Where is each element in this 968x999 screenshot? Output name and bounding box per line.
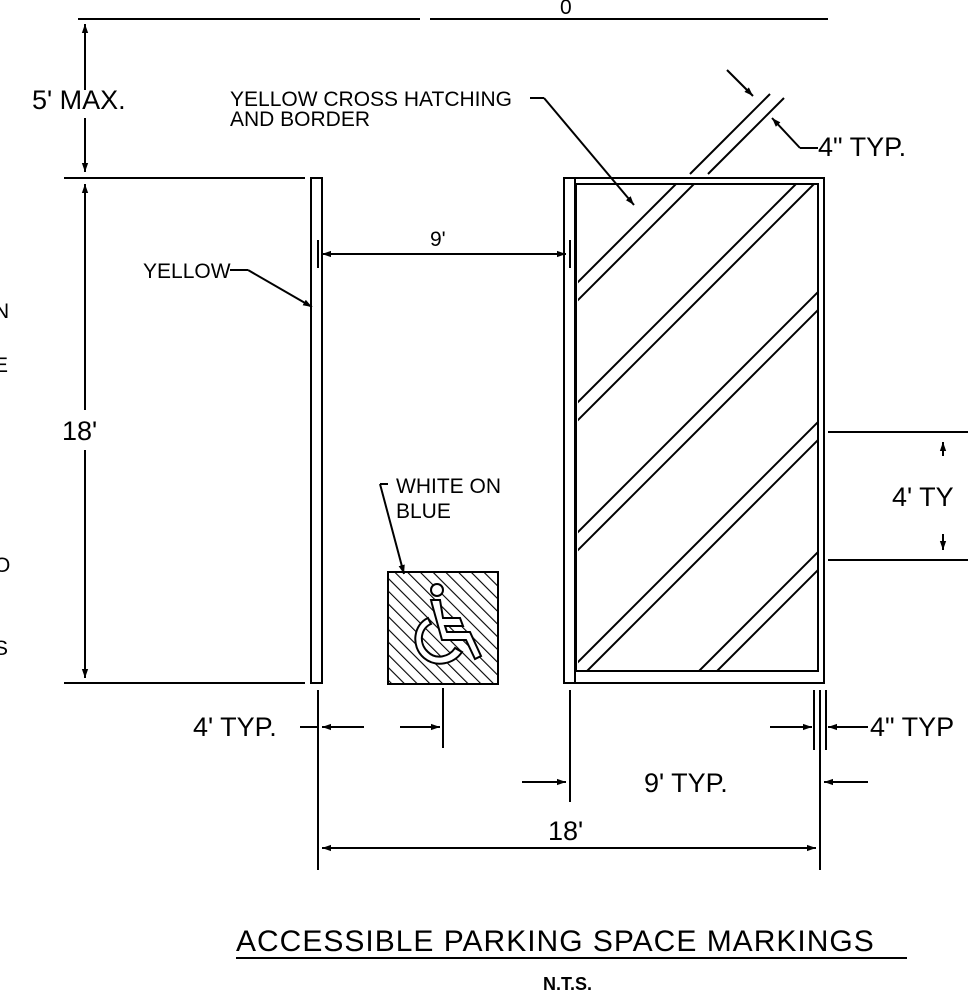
- typ-4ft-right-label: 4' TY: [892, 482, 954, 512]
- max-5-label: 5' MAX.: [32, 85, 126, 115]
- left-yellow-stripe: [310, 177, 323, 684]
- cross-hatching-callout: YELLOW CROSS HATCHING AND BORDER: [230, 88, 635, 206]
- left-edge-fragment: N: [0, 300, 9, 323]
- drawing-subtitle: N.T.S.: [543, 974, 592, 994]
- drawing-title-block: ACCESSIBLE PARKING SPACE MARKINGS N.T.S.: [236, 925, 907, 994]
- typ-4in-bottom-dimension: 4" TYP: [770, 690, 954, 870]
- typ-4in-top-label: 4" TYP.: [818, 132, 906, 162]
- vertical-18-dimension: 18': [62, 177, 305, 684]
- typ-4ft-right-dimension: 4' TY: [828, 431, 968, 561]
- max-5-dimension: 5' MAX.: [32, 24, 126, 172]
- cross-hatched-aisle: [563, 93, 825, 684]
- left-edge-fragment: O: [0, 554, 10, 577]
- typ-4in-bottom-label: 4" TYP: [870, 712, 954, 742]
- stall-width-9-dimension: 9': [317, 228, 571, 268]
- top-clipped-label: 0: [560, 0, 572, 19]
- horizontal-18-label: 18': [548, 816, 583, 846]
- left-edge-fragment: E: [0, 354, 8, 377]
- typ-4in-top-annotation: 4" TYP.: [726, 69, 906, 162]
- yellow-callout: YELLOW: [143, 260, 313, 308]
- typ-4ft-left-dimension: 4' TYP.: [193, 688, 444, 748]
- drawing-title: ACCESSIBLE PARKING SPACE MARKINGS: [236, 925, 875, 958]
- white-on-label-1: WHITE ON: [396, 475, 501, 498]
- typ-9ft-dimension: 9' TYP.: [522, 690, 868, 802]
- vertical-18-label: 18': [62, 416, 97, 446]
- horizontal-18-dimension: 18': [317, 690, 816, 870]
- white-on-label-2: BLUE: [396, 500, 451, 523]
- typ-4ft-left-label: 4' TYP.: [193, 712, 277, 742]
- wheelchair-symbol-icon: [387, 571, 499, 685]
- left-edge-fragment: S: [0, 637, 8, 660]
- typ-9ft-label: 9' TYP.: [644, 768, 728, 798]
- cross-hatching-label-2: AND BORDER: [230, 108, 370, 131]
- yellow-label: YELLOW: [143, 260, 231, 283]
- white-on-blue-callout: WHITE ON BLUE: [379, 475, 501, 575]
- stall-width-9-label: 9': [430, 228, 446, 251]
- cross-hatching-label-1: YELLOW CROSS HATCHING: [230, 88, 512, 111]
- left-edge-fragments: N E O S: [0, 300, 10, 660]
